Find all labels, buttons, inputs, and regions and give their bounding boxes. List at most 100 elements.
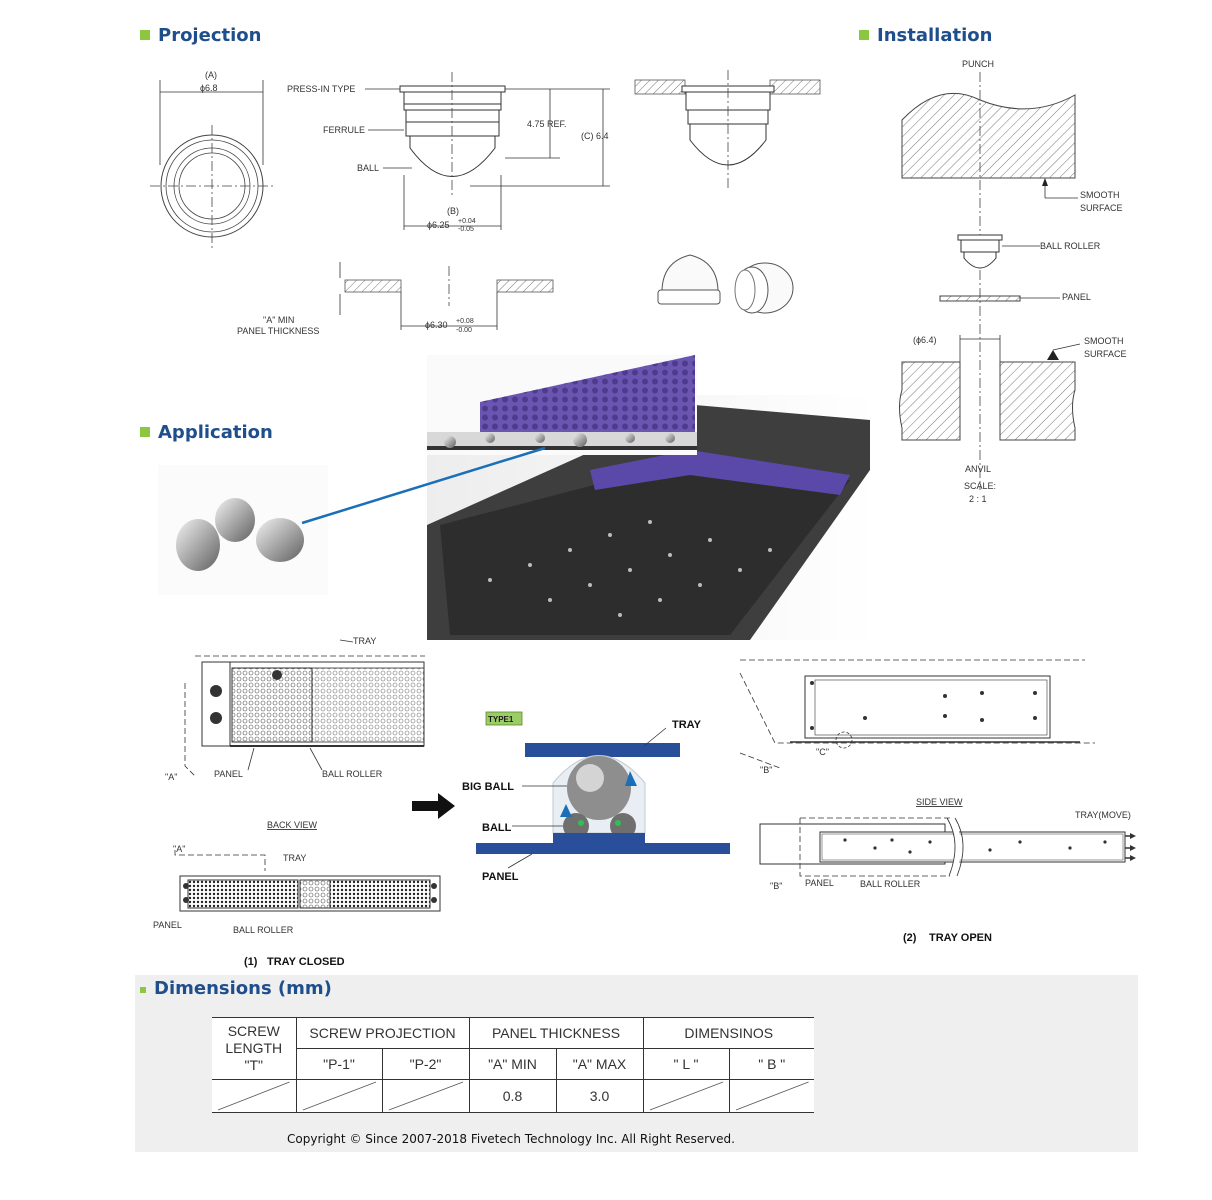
type1-badge [485, 711, 523, 726]
center-tray-label: TRAY [672, 719, 702, 731]
surface-label-2: SURFACE [1084, 349, 1127, 359]
section-title-dimensions: Dimensions (mm) [140, 978, 332, 999]
hole-dim-label: (ϕ6.4) [913, 335, 937, 345]
mounted-view-drawing [634, 70, 821, 188]
panel-label: PANEL [1062, 292, 1091, 302]
dim-b-tol-up: +0.04 [458, 218, 476, 225]
panel-label-1: PANEL [214, 769, 243, 779]
subheader-b: " B " [728, 1048, 814, 1080]
side-view-tray-drawing [759, 816, 1136, 878]
tray-label: TRAY [353, 636, 376, 646]
subheader-a-min: "A" MIN [468, 1048, 556, 1080]
smooth-label-2: SMOOTH [1084, 336, 1124, 346]
tray-label-2: TRAY [283, 853, 306, 863]
top-view-drawing [150, 80, 275, 248]
panel-label-3: PANEL [805, 878, 834, 888]
panel-thickness-drawing [339, 262, 554, 330]
slash-empty-icon [302, 1081, 376, 1111]
projection-drawings: (A) ϕ6.8 PRESS-IN TYPE FERRULE BALL 4.75… [150, 70, 821, 336]
installation-drawing: PUNCH SMOOTH SURFACE BALL ROLLER PANEL (… [899, 59, 1127, 504]
slash-empty-icon [217, 1081, 290, 1111]
copyright-text: Copyright © Since 2007-2018 Fivetech Tec… [287, 1132, 735, 1146]
ball-roller-label-3: BALL ROLLER [860, 879, 921, 889]
big-ball-label: BIG BALL [462, 781, 514, 793]
center-ball-label: BALL [482, 822, 512, 834]
scale-value: 2 : 1 [969, 494, 987, 504]
bullet-square-icon [140, 987, 146, 993]
hole-dim-value: ϕ6.30 [425, 320, 448, 330]
ball-roller-label-2: BALL ROLLER [233, 925, 294, 935]
type1-diagram [476, 743, 730, 854]
ball-roller-small-icon [957, 234, 1003, 269]
cell-empty-t [212, 1079, 296, 1113]
dim-b-tol-dn: -0.05 [458, 226, 474, 233]
press-in-label: PRESS-IN TYPE [287, 84, 355, 94]
application-illustration [158, 355, 877, 640]
subheader-a-max: "A" MAX [555, 1048, 643, 1080]
dim-b-value: ϕ6.25 [427, 220, 450, 230]
ball-roller-3d-icon [657, 254, 794, 314]
cell-empty-l [642, 1079, 729, 1113]
application-drawings: TRAY "A" PANEL BALL ROLLER BACK VIEW "A"… [153, 636, 1136, 968]
center-panel-label: PANEL [482, 871, 519, 883]
ball-roller-label: BALL ROLLER [1040, 241, 1101, 251]
server-tray-photo [427, 355, 877, 640]
cell-a-max: 3.0 [555, 1079, 643, 1113]
subheader-p2: "P-2" [381, 1048, 469, 1080]
a-label: "A" [165, 772, 177, 782]
b-label-2: "B" [770, 881, 782, 891]
type1-label: TYPE1 [488, 715, 514, 724]
tray-move-label: TRAY(MOVE) [1075, 810, 1131, 820]
tray-open-top-drawing [739, 659, 1095, 769]
dim-a-value: ϕ6.8 [200, 83, 218, 93]
min-thickness-line2: PANEL THICKNESS [237, 326, 319, 336]
section-title-projection: Projection [140, 25, 261, 46]
back-view-drawing [174, 850, 441, 912]
smooth-label-1: SMOOTH [1080, 190, 1120, 200]
bullet-square-icon [140, 427, 150, 437]
section-title-application: Application [140, 422, 273, 443]
cell-a-min: 0.8 [468, 1079, 556, 1113]
header-screw-length: SCREW LENGTH "T" [212, 1017, 296, 1080]
c-label: "C" [816, 747, 829, 757]
panel-label-2: PANEL [153, 920, 182, 930]
slash-empty-icon [388, 1081, 463, 1111]
side-view-drawing [365, 72, 610, 230]
connector-line [301, 446, 546, 525]
scale-label: SCALE: [964, 481, 996, 491]
section-title-installation: Installation [859, 25, 992, 46]
header-dimensions: DIMENSINOS [642, 1017, 814, 1049]
punch-label: PUNCH [962, 59, 994, 69]
ref-label: 4.75 REF. [527, 119, 567, 129]
cell-empty-p2 [381, 1079, 469, 1113]
tray-closed-detail [184, 639, 425, 777]
subheader-l: " L " [642, 1048, 729, 1080]
cell-empty-p1 [295, 1079, 382, 1113]
hole-tol-dn: -0.00 [456, 327, 472, 334]
tray-closed-label: TRAY CLOSED [267, 956, 345, 968]
surface-label-1: SURFACE [1080, 203, 1123, 213]
slash-empty-icon [735, 1081, 809, 1111]
header-screw-projection: SCREW PROJECTION [295, 1017, 469, 1049]
subheader-p1: "P-1" [295, 1048, 382, 1080]
anvil-label: ANVIL [965, 464, 991, 474]
dim-a-label: (A) [205, 70, 217, 80]
tray-open-label: TRAY OPEN [929, 932, 992, 944]
ferrule-label: FERRULE [323, 125, 365, 135]
tray-open-num: (2) [903, 932, 917, 944]
back-view-label: BACK VIEW [267, 820, 318, 830]
dim-b-label: (B) [447, 206, 459, 216]
dimensions-table: SCREW LENGTH "T" SCREW PROJECTION PANEL … [212, 1017, 814, 1113]
b-label: "B" [760, 765, 772, 775]
side-view-label: SIDE VIEW [916, 797, 963, 807]
ball-label: BALL [357, 163, 379, 173]
min-thickness-line1: "A" MIN [263, 315, 294, 325]
arrow-right-icon [412, 793, 455, 819]
bullet-square-icon [140, 30, 150, 40]
hole-tol-up: +0.08 [456, 318, 474, 325]
dim-c-label: (C) 6.4 [581, 131, 609, 141]
ball-roller-photo [158, 465, 328, 595]
bullet-square-icon [859, 30, 869, 40]
cell-empty-b [728, 1079, 814, 1113]
a-label-2: "A" [173, 844, 185, 854]
